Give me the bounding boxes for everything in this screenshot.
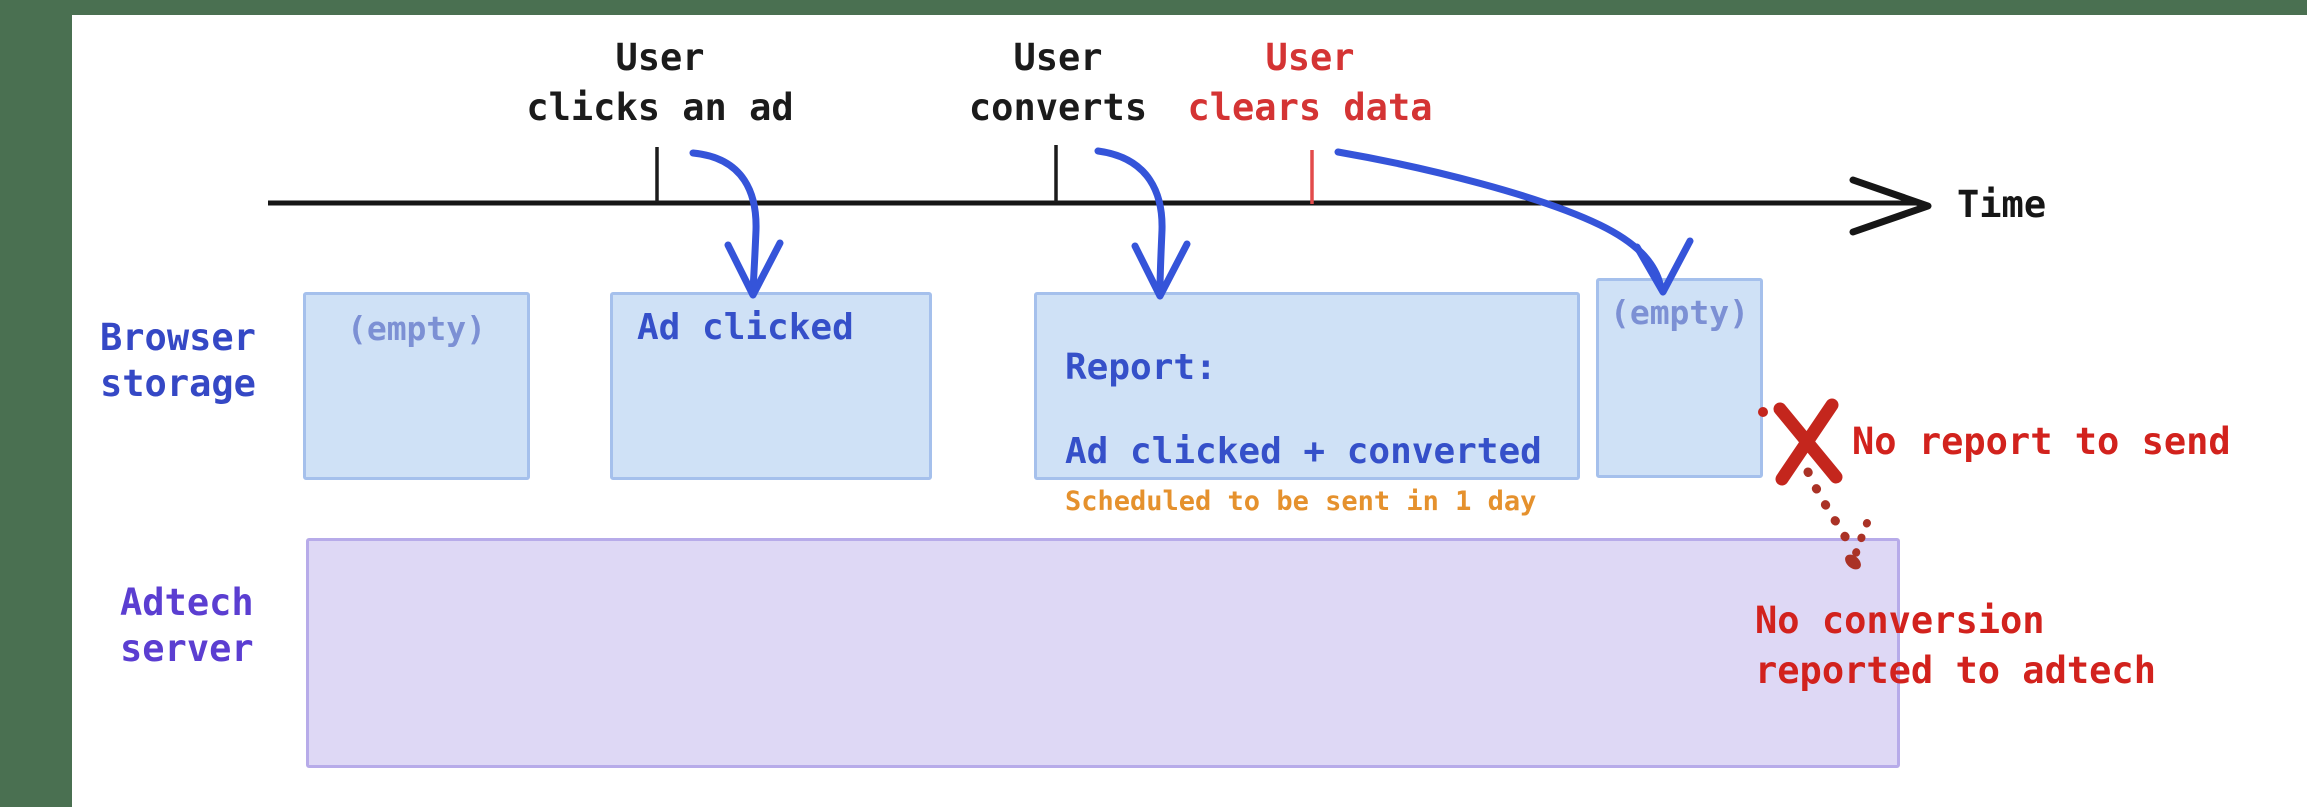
time-axis-label: Time <box>1957 183 2047 226</box>
empty-state-text: (empty) <box>346 309 487 348</box>
storage-box-ad-clicked: Ad clicked <box>610 292 932 480</box>
event-label-clicks-ad: User clicks an ad <box>526 36 794 129</box>
report-note: Scheduled to be sent in 1 day <box>1065 486 1537 517</box>
event-label-converts: User converts <box>968 36 1148 129</box>
ad-clicked-text: Ad clicked <box>637 307 854 348</box>
timeline-axis <box>268 176 1932 236</box>
report-text-block: Report: Ad clicked + converted Scheduled… <box>1065 305 1542 561</box>
annotation-no-conversion: No conversion reported to adtech <box>1755 599 2156 692</box>
storage-box-empty-2: (empty) <box>1596 278 1763 478</box>
dotted-arrow-icon <box>1803 467 1871 570</box>
flow-arrow-convert-icon <box>1094 147 1191 300</box>
report-title: Report: <box>1065 347 1217 388</box>
report-detail: Ad clicked + converted <box>1065 431 1542 472</box>
event-label-clears-data: User clears data <box>1187 36 1433 129</box>
frame-left-bar <box>0 0 72 807</box>
x-mark-icon <box>1758 398 1843 486</box>
flow-arrow-click-icon <box>689 149 784 299</box>
frame-top-bar <box>0 0 2307 15</box>
storage-box-empty-1: (empty) <box>303 292 530 480</box>
annotation-no-report: No report to send <box>1852 420 2231 463</box>
adtech-server-box <box>306 538 1900 768</box>
row-label-browser-storage: Browser storage <box>100 316 256 405</box>
flow-arrow-clear-icon <box>1334 148 1694 296</box>
timeline-arrow-icon <box>1849 176 1932 236</box>
storage-box-report: Report: Ad clicked + converted Scheduled… <box>1034 292 1580 517</box>
row-label-adtech-server: Adtech server <box>120 581 254 670</box>
empty-state-text: (empty) <box>1609 293 1750 332</box>
